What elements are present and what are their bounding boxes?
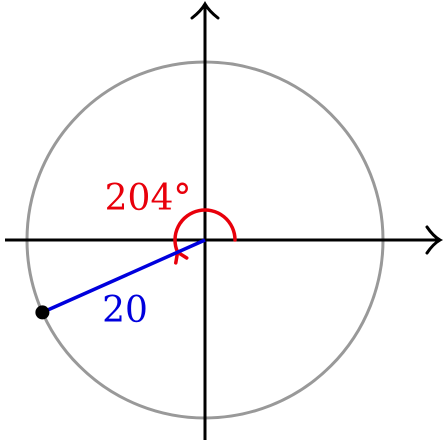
x-axis-arrow-icon — [425, 225, 444, 255]
angle-label: 204° — [105, 178, 192, 219]
radius-line — [41, 238, 206, 314]
y-axis-arrow-icon — [190, 0, 220, 20]
angle-arc — [173, 208, 237, 254]
terminal-point — [35, 305, 50, 320]
radius-label: 20 — [102, 290, 148, 331]
